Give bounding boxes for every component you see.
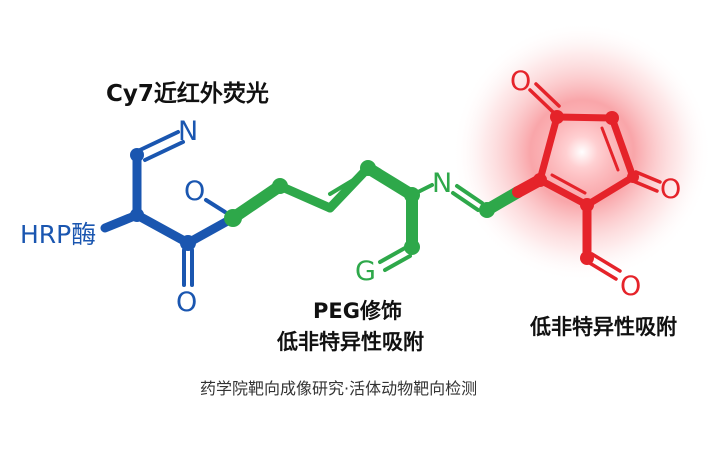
peg-label-line1: PEG修饰 xyxy=(313,299,402,323)
green-nodes xyxy=(224,160,495,255)
atom-o-red-bottom: O xyxy=(620,271,641,302)
atom-o-red-right: O xyxy=(660,174,681,205)
blue-fragment xyxy=(100,130,238,287)
atom-n-green: N xyxy=(432,168,452,199)
atom-o-blue-upper: O xyxy=(184,176,205,207)
hrp-label: HRP酶 xyxy=(20,220,96,249)
fluorescence-glow xyxy=(452,22,712,282)
red-fragment xyxy=(512,82,662,281)
red-nodes xyxy=(533,110,639,265)
red-group-label: 低非特异性吸附 xyxy=(530,315,677,339)
atom-o-blue-lower: O xyxy=(176,287,197,318)
atom-o-red-top: O xyxy=(510,66,531,97)
atom-n-blue: N xyxy=(178,116,198,147)
caption: 药学院靶向成像研究·活体动物靶向检测 xyxy=(200,379,478,398)
atom-g-green: G xyxy=(355,256,376,287)
cy7-title: Cy7近红外荧光 xyxy=(106,81,269,107)
blue-nodes xyxy=(130,148,196,251)
peg-label-line2: 低非特异性吸附 xyxy=(277,330,424,354)
